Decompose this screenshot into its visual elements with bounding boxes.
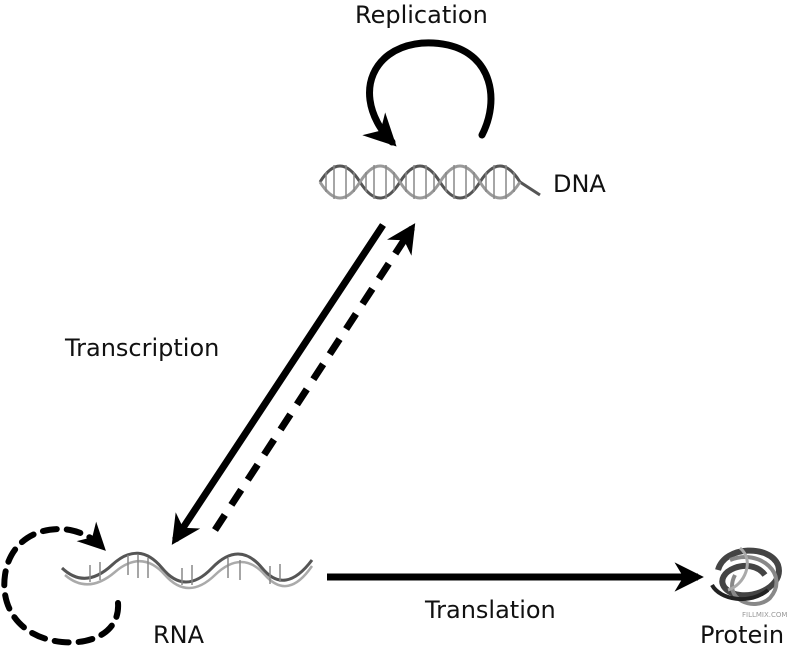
protein-ribbon-icon	[710, 546, 782, 606]
transcription-arrow	[171, 223, 386, 545]
replication-label: Replication	[355, 1, 488, 29]
rna-label: RNA	[153, 621, 205, 649]
dna-label: DNA	[553, 170, 606, 198]
watermark-text: FILLMIX.COM	[742, 611, 788, 619]
replication-arrow	[362, 39, 495, 147]
reverse-transcription-arrow	[212, 223, 416, 532]
translation-label: Translation	[425, 596, 556, 624]
protein-label: Protein	[700, 621, 785, 649]
dna-helix-icon	[318, 164, 541, 200]
rna-replication-arrow	[1, 521, 122, 646]
rna-strand-icon	[60, 551, 314, 590]
transcription-label: Transcription	[65, 334, 220, 362]
